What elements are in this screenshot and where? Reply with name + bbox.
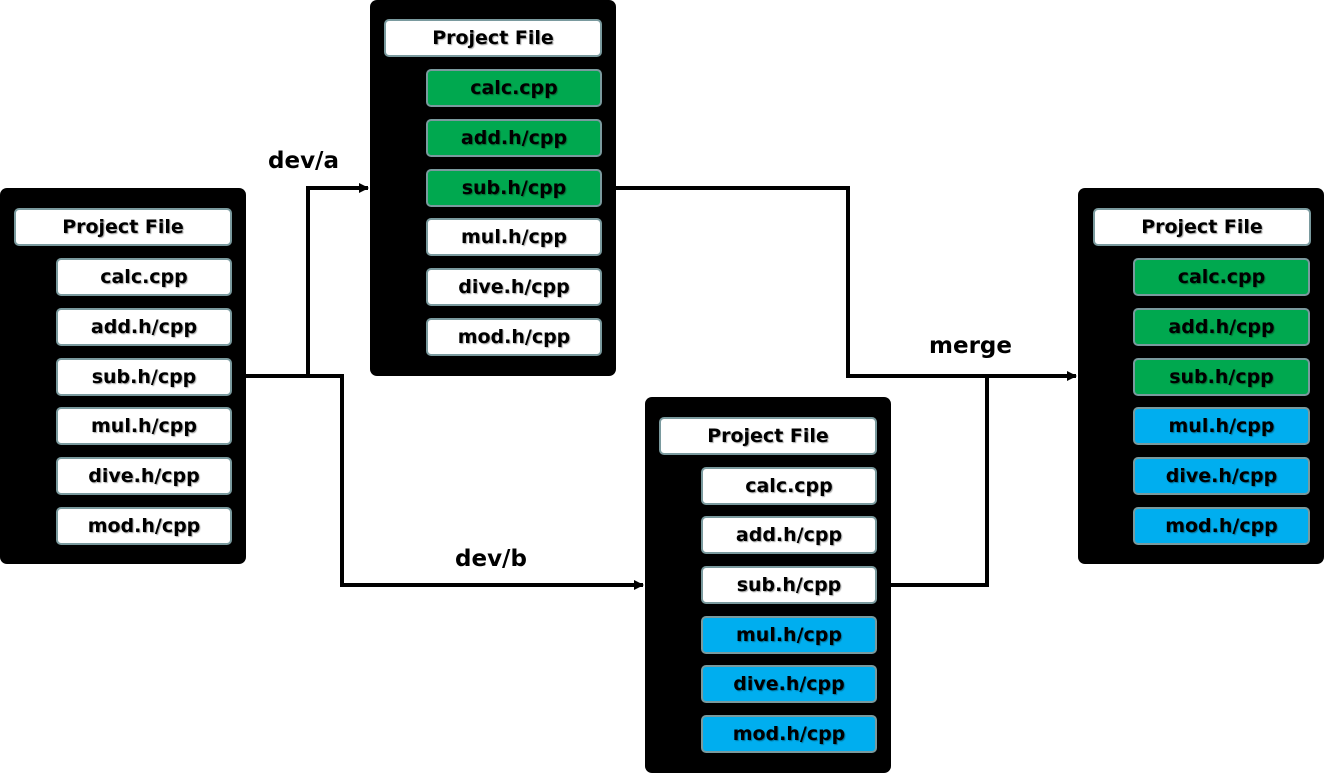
- merge-label: merge: [929, 333, 1012, 359]
- dev-b-file-add: add.h/cpp: [701, 516, 877, 554]
- dev-b-file-mul: mul.h/cpp: [701, 616, 877, 654]
- dev-b-file-sub: sub.h/cpp: [701, 566, 877, 604]
- origin-project-panel: Project File calc.cpp add.h/cpp sub.h/cp…: [0, 188, 246, 564]
- merge-line-from-dev-b: [891, 376, 989, 587]
- origin-file-dive: dive.h/cpp: [56, 457, 232, 495]
- merged-file-dive: dive.h/cpp: [1133, 457, 1310, 495]
- dev-b-project-panel: Project File calc.cpp add.h/cpp sub.h/cp…: [645, 397, 891, 773]
- dev-a-file-mul: mul.h/cpp: [426, 218, 602, 256]
- dev-b-file-calc: calc.cpp: [701, 467, 877, 505]
- dev-a-project-panel: Project File calc.cpp add.h/cpp sub.h/cp…: [370, 0, 616, 376]
- origin-file-mod: mod.h/cpp: [56, 507, 232, 545]
- merged-file-add: add.h/cpp: [1133, 308, 1310, 346]
- merged-file-mod: mod.h/cpp: [1133, 507, 1310, 545]
- branch-arrow-dev-a: [246, 183, 369, 378]
- merged-project-panel: Project File calc.cpp add.h/cpp sub.h/cp…: [1078, 188, 1324, 564]
- merged-project-file-header: Project File: [1093, 208, 1311, 246]
- dev-a-file-calc: calc.cpp: [426, 69, 602, 107]
- dev-a-file-add: add.h/cpp: [426, 119, 602, 157]
- dev-b-file-mod: mod.h/cpp: [701, 715, 877, 753]
- dev-a-branch-label: dev/a: [268, 148, 339, 174]
- dev-b-project-file-header: Project File: [659, 417, 877, 455]
- origin-project-file-header: Project File: [14, 208, 232, 246]
- origin-file-add: add.h/cpp: [56, 308, 232, 346]
- dev-b-branch-label: dev/b: [455, 546, 527, 572]
- dev-a-file-mod: mod.h/cpp: [426, 318, 602, 356]
- dev-a-project-file-header: Project File: [384, 19, 602, 57]
- origin-file-calc: calc.cpp: [56, 258, 232, 296]
- merged-file-mul: mul.h/cpp: [1133, 407, 1310, 445]
- dev-b-file-dive: dive.h/cpp: [701, 665, 877, 703]
- merged-file-sub: sub.h/cpp: [1133, 358, 1310, 396]
- merged-file-calc: calc.cpp: [1133, 258, 1310, 296]
- dev-a-file-dive: dive.h/cpp: [426, 268, 602, 306]
- origin-file-sub: sub.h/cpp: [56, 358, 232, 396]
- dev-a-file-sub: sub.h/cpp: [426, 169, 602, 207]
- origin-file-mul: mul.h/cpp: [56, 407, 232, 445]
